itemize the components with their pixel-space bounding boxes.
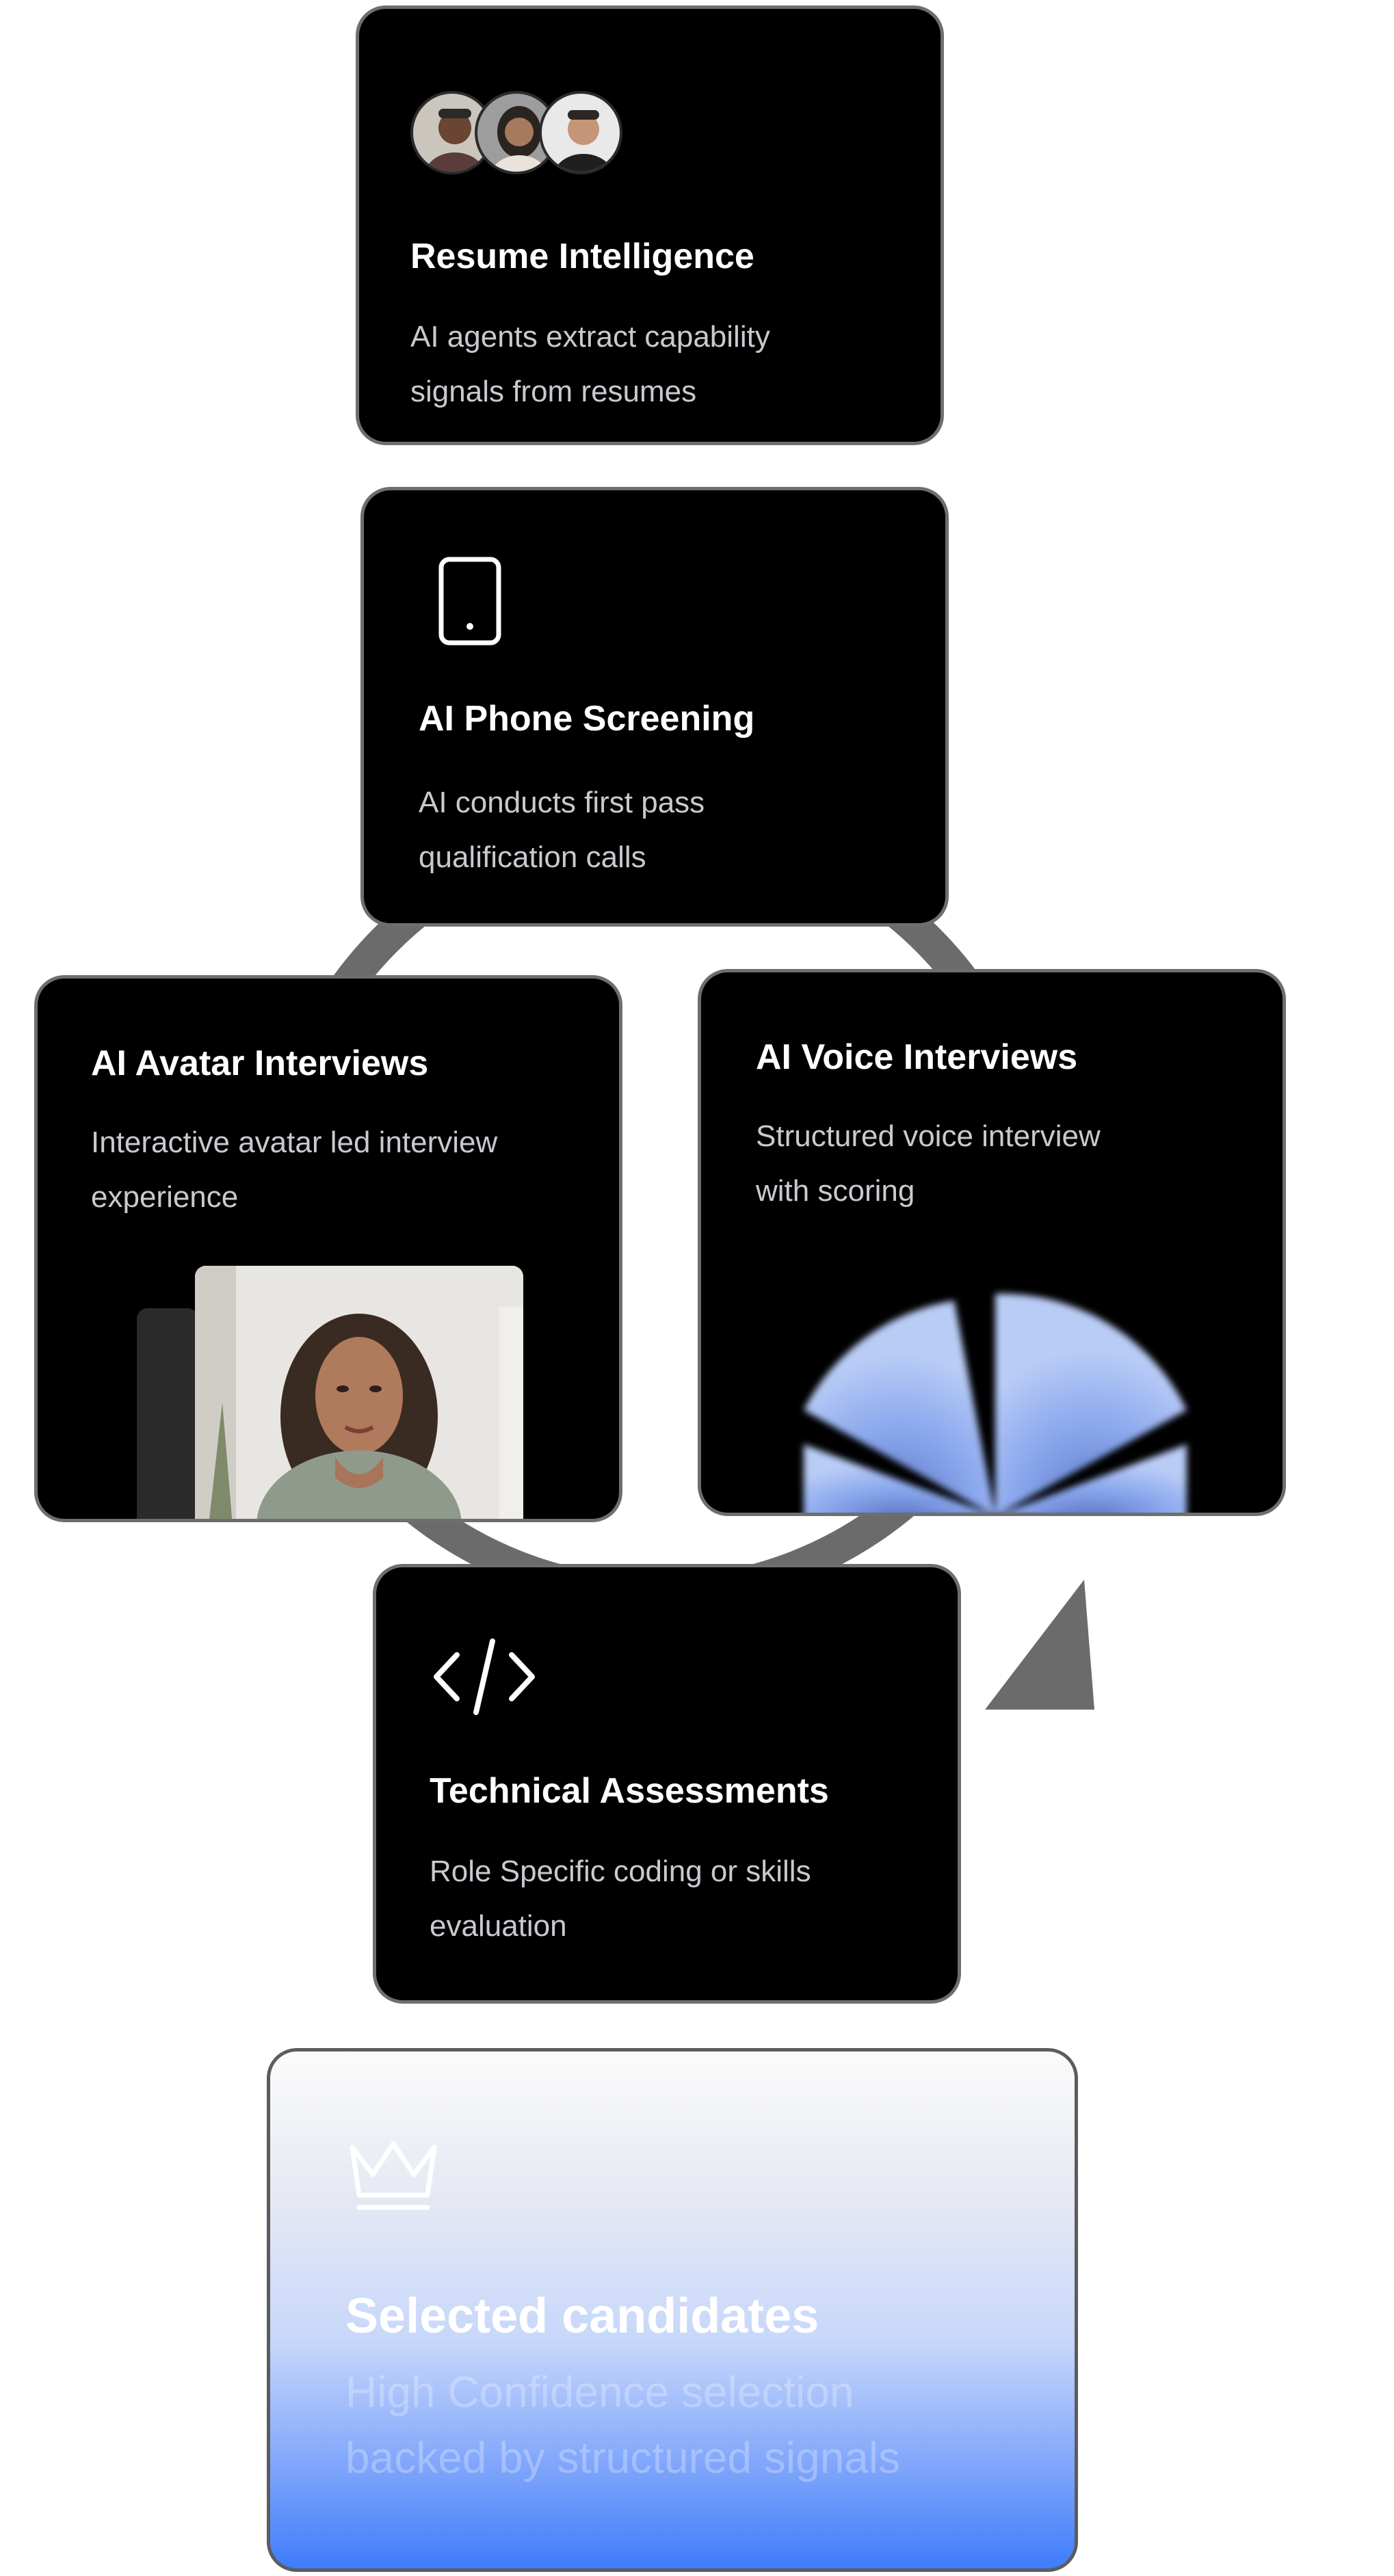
code-icon	[434, 1638, 535, 1715]
card-desc-line: Interactive avatar led interview	[91, 1126, 498, 1159]
card-desc-line: AI conducts first pass	[419, 786, 705, 819]
card-desc-line: backed by structured signals	[345, 2433, 901, 2482]
card-desc-line: High Confidence selection	[345, 2367, 854, 2417]
crown-icon	[350, 2141, 437, 2210]
card-desc-line: with scoring	[756, 1174, 915, 1208]
team-avatars	[410, 91, 629, 180]
technical-assessments-card[interactable]: Technical Assessments Role Specific codi…	[373, 1564, 961, 2004]
card-title: AI Phone Screening	[419, 699, 755, 739]
card-desc-line: evaluation	[430, 1909, 567, 1943]
voice-interviews-card[interactable]: AI Voice Interviews Structured voice int…	[698, 969, 1286, 1516]
avatar	[539, 91, 622, 174]
cycle-arrowhead	[985, 1580, 1094, 1710]
avatar	[475, 91, 558, 174]
card-desc-line: experience	[91, 1180, 239, 1214]
avatar-video-preview[interactable]	[195, 1266, 523, 1519]
phone-screening-card[interactable]: AI Phone Screening AI conducts first pas…	[360, 487, 949, 927]
card-desc-line: signals from resumes	[410, 375, 697, 408]
card-desc-line: qualification calls	[419, 840, 646, 874]
avatar-video-preview-back	[137, 1308, 198, 1519]
card-title: Resume Intelligence	[410, 237, 754, 276]
selected-candidates-card[interactable]: Selected candidates High Confidence sele…	[267, 2048, 1078, 2572]
card-title: Selected candidates	[345, 2289, 819, 2343]
avatar-interviews-card[interactable]: AI Avatar Interviews Interactive avatar …	[34, 975, 622, 1522]
card-desc-line: AI agents extract capability	[410, 320, 770, 354]
card-desc-line: Structured voice interview	[756, 1119, 1101, 1153]
card-title: AI Voice Interviews	[756, 1037, 1078, 1077]
phone-icon	[438, 557, 501, 646]
voice-waveform-orb	[804, 1293, 1187, 1513]
card-title: Technical Assessments	[430, 1771, 829, 1811]
resume-intelligence-card[interactable]: Resume Intelligence AI agents extract ca…	[356, 5, 944, 445]
card-desc-line: Role Specific coding or skills	[430, 1855, 811, 1888]
card-title: AI Avatar Interviews	[91, 1044, 429, 1083]
